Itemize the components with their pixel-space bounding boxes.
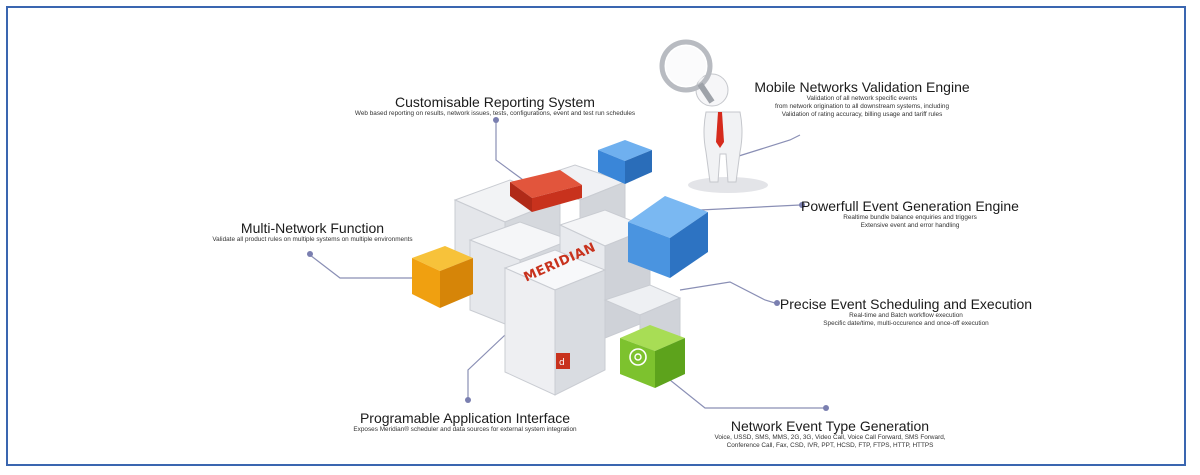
connector-validation bbox=[725, 134, 801, 161]
feature-scheduling: Precise Event Scheduling and Execution R… bbox=[775, 296, 1037, 328]
feature-description: from network origination to all downstre… bbox=[774, 103, 950, 111]
connector-scheduling bbox=[679, 281, 776, 304]
connector-dot-event-types bbox=[823, 405, 829, 411]
svg-text:d: d bbox=[559, 358, 565, 368]
cube-block bbox=[504, 267, 556, 396]
meridian-icon bbox=[556, 353, 570, 369]
feature-description: Conference Call, Fax, CSD, IVR, PPT, HCS… bbox=[726, 442, 934, 450]
feature-title: Programable Application Interface bbox=[359, 410, 571, 426]
feature-title: Network Event Type Generation bbox=[730, 418, 930, 434]
feature-description: Validate all product rules on multiple s… bbox=[212, 236, 413, 243]
feature-description: Voice, USSD, SMS, MMS, 2G, 3G, Video Cal… bbox=[714, 434, 946, 441]
green-cube bbox=[620, 325, 685, 388]
connector-dot-reporting bbox=[493, 117, 499, 123]
cube-block bbox=[554, 269, 606, 396]
feature-description: Validation of all network specific event… bbox=[806, 95, 918, 102]
at-symbol-icon bbox=[629, 348, 647, 366]
feature-title: Mobile Networks Validation Engine bbox=[754, 79, 970, 95]
orange-cube bbox=[412, 246, 473, 308]
red-cube bbox=[510, 170, 582, 212]
feature-description: Realtime bundle balance enquiries and tr… bbox=[843, 214, 977, 221]
feature-reporting: Customisable Reporting System Web based … bbox=[330, 94, 660, 118]
connector-multi-network bbox=[309, 254, 420, 279]
feature-title: Precise Event Scheduling and Execution bbox=[779, 296, 1033, 312]
feature-multi-network: Multi-Network Function Validate all prod… bbox=[185, 220, 440, 244]
feature-description: Validation of rating accuracy, billing u… bbox=[781, 111, 943, 119]
feature-description: Specific date/time, multi-occurence and … bbox=[823, 320, 989, 328]
connector-event-generation bbox=[699, 204, 801, 211]
feature-title: Multi-Network Function bbox=[240, 220, 385, 236]
connector-dot-event-generation bbox=[799, 202, 805, 208]
blue-cube-small bbox=[598, 140, 652, 184]
feature-event-types: Network Event Type Generation Voice, USS… bbox=[695, 418, 965, 450]
feature-api: Programable Application Interface Expose… bbox=[330, 410, 600, 434]
connector-dot-multi-network bbox=[307, 251, 313, 257]
magnifier-person-figure bbox=[659, 39, 768, 193]
feature-description: Extensive event and error handling bbox=[860, 222, 960, 230]
feature-description: Web based reporting on results, network … bbox=[354, 110, 636, 117]
connector-event-types bbox=[669, 379, 825, 409]
feature-title: Customisable Reporting System bbox=[395, 94, 595, 110]
connector-dot-api bbox=[465, 397, 471, 403]
connector-api bbox=[467, 334, 506, 398]
feature-description: Exposes Meridian® scheduler and data sou… bbox=[353, 426, 577, 433]
feature-validation: Mobile Networks Validation Engine Valida… bbox=[742, 79, 982, 120]
feature-description: Real-time and Batch workflow execution bbox=[849, 312, 963, 319]
blue-cube-large bbox=[628, 196, 708, 278]
feature-title: Powerfull Event Generation Engine bbox=[801, 198, 1019, 214]
connector-dot-scheduling bbox=[774, 300, 780, 306]
feature-event-generation: Powerfull Event Generation Engine Realti… bbox=[800, 198, 1020, 230]
connector-reporting bbox=[495, 122, 531, 186]
